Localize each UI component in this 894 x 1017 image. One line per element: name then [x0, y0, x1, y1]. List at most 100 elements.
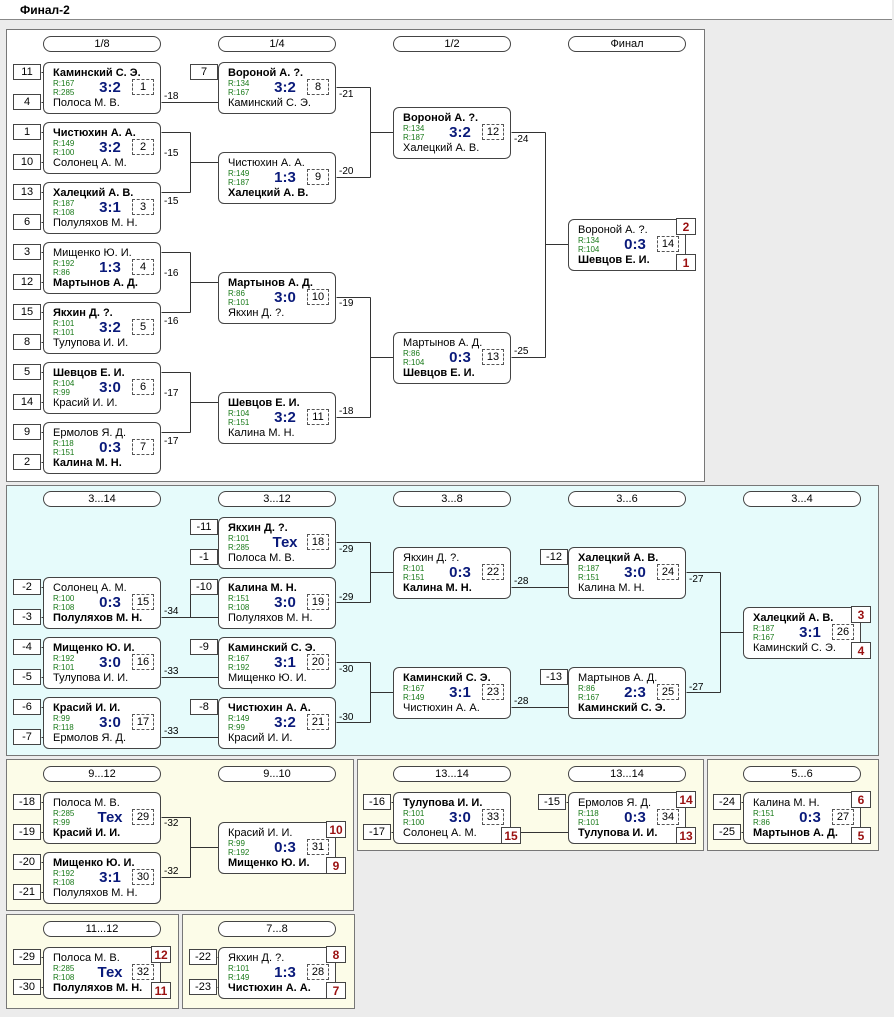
seed-box: -2 [13, 579, 41, 595]
loser-label: -34 [164, 606, 179, 617]
loser-label: -18 [164, 91, 179, 102]
player-bottom-name: Шевцов Е. И. [578, 254, 650, 266]
player-bottom-name: Полуляхов М. Н. [53, 612, 143, 624]
match-number: 34 [657, 809, 679, 825]
player-bottom-rating: R:149 [228, 973, 250, 982]
loser-label: -15 [164, 196, 179, 207]
match-number: 16 [132, 654, 154, 670]
player-top-name: Калина М. Н. [753, 797, 820, 809]
player-bottom-name: Мартынов А. Д. [753, 827, 838, 839]
seed-box: 13 [13, 184, 41, 200]
match-score: 3:2 [99, 79, 121, 96]
loser-label: -28 [514, 696, 529, 707]
player-bottom-name: Шевцов Е. И. [403, 367, 475, 379]
seed-box: 8 [13, 334, 41, 350]
match-score: 3:1 [274, 654, 296, 671]
round-header: 1/4 [218, 36, 336, 52]
player-bottom-name: Красий И. И. [53, 397, 118, 409]
player-bottom-name: Калина М. Н. [403, 582, 472, 594]
player-top-rating: R:101 [403, 809, 425, 818]
match-number: 3 [132, 199, 154, 215]
match-number: 20 [307, 654, 329, 670]
match-number: 30 [132, 869, 154, 885]
seed-box: 10 [13, 154, 41, 170]
seed-box: -7 [13, 729, 41, 745]
match-number: 1 [132, 79, 154, 95]
match-score: 3:2 [274, 79, 296, 96]
place-badge: 6 [851, 791, 871, 808]
place-badge: 7 [326, 982, 346, 999]
player-top-name: Вороной А. ?. [228, 67, 304, 79]
place-badge: 3 [851, 606, 871, 623]
match-number: 18 [307, 534, 329, 550]
match-score: 1:3 [274, 169, 296, 186]
seed-box: -21 [13, 884, 41, 900]
player-top-name: Якхин Д. ?. [228, 952, 285, 964]
loser-label: -29 [339, 544, 354, 555]
player-top-rating: R:192 [53, 259, 75, 268]
round-header: 1/8 [43, 36, 161, 52]
round-header: 3...8 [393, 491, 511, 507]
loser-label: -27 [689, 682, 704, 693]
match-number: 29 [132, 809, 154, 825]
player-top-rating: R:149 [228, 169, 250, 178]
match-score: 1:3 [274, 964, 296, 981]
loser-label: -18 [339, 406, 354, 417]
match-number: 26 [832, 624, 854, 640]
seed-box: -11 [190, 519, 218, 535]
player-bottom-name: Тулупова И. И. [578, 827, 658, 839]
seed-box: 6 [13, 214, 41, 230]
match-score: 3:1 [99, 869, 121, 886]
loser-label: -24 [514, 134, 529, 145]
player-top-rating: R:134 [403, 124, 425, 133]
player-top-name: Каминский С. Э. [53, 67, 141, 79]
match-score: 3:1 [449, 684, 471, 701]
player-bottom-rating: R:104 [578, 245, 600, 254]
match-score: 3:2 [99, 319, 121, 336]
player-top-name: Шевцов Е. И. [228, 397, 300, 409]
loser-label: -15 [164, 148, 179, 159]
player-top-name: Якхин Д. ?. [228, 522, 288, 534]
match-number: 33 [482, 809, 504, 825]
round-header: 13...14 [568, 766, 686, 782]
match-score: 0:3 [449, 349, 471, 366]
seed-box: -6 [13, 699, 41, 715]
place-badge: 9 [326, 857, 346, 874]
seed-box: -19 [13, 824, 41, 840]
place-badge: 14 [676, 791, 696, 808]
